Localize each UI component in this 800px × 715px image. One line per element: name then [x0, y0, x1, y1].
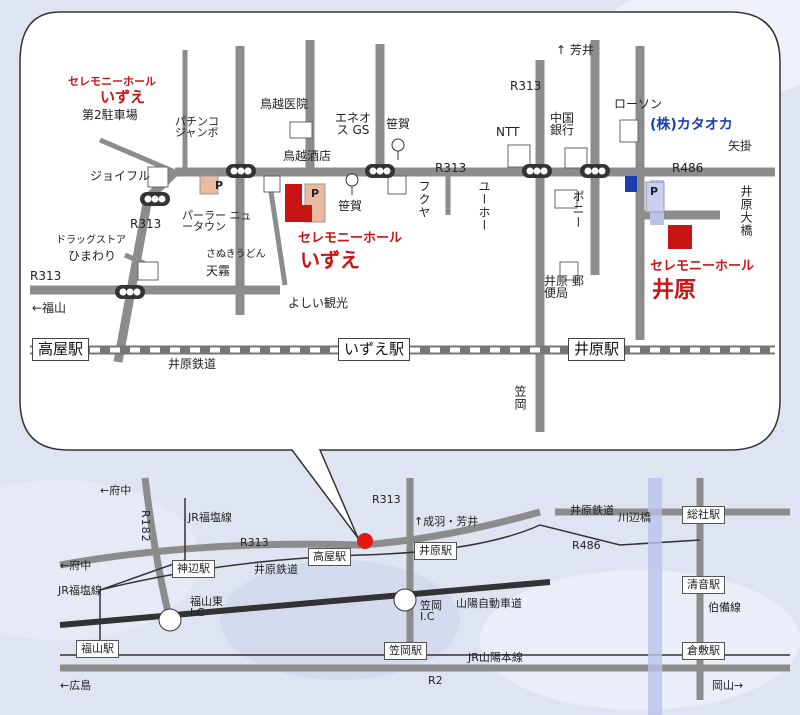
landmark-chugoku-bank: 中国 銀行 [549, 111, 574, 137]
hall-izue-brand: セレモニーホール [298, 231, 403, 246]
landmark-ibara-post: 井原 郵便局 [544, 274, 584, 300]
parking-mark-ibara: P [650, 185, 659, 198]
direction-fukuyama: ←福山 [32, 301, 67, 315]
ov-ic-fukuyama-label: 福山東 I.C [190, 595, 223, 619]
landmark-udon: 天霧 [206, 264, 231, 278]
landmark-ibara-bridge: 井原大橋 [739, 185, 753, 237]
ov-jr-sanyo: JR山陽本線 [468, 651, 523, 664]
ov-hiroshima: ←広島 [60, 679, 92, 692]
second-lot-label: 第2駐車場 [82, 108, 138, 122]
ov-road-r182 [141, 477, 174, 621]
ov-river [648, 478, 662, 715]
ov-station-ibara: 井原駅 [414, 542, 457, 561]
landmark-yuho: ユーホー [477, 180, 491, 232]
hall-izue-name: いずえ [300, 248, 360, 272]
ov-fuchu-top: ←府中 [100, 484, 132, 497]
traffic-lights [115, 164, 610, 299]
hall-izue-lot-name: いずえ [100, 88, 146, 106]
hall-ibara-building [668, 225, 692, 249]
landmark-drugstore: ドラッグストア [56, 235, 126, 246]
ov-station-takaya: 高屋駅 [308, 548, 351, 567]
road-label-r313-top: R313 [510, 79, 542, 93]
ov-jr-fukuen [99, 498, 186, 640]
landmark-eneos: エネオス GS [334, 111, 371, 137]
ov-sanyo-expressway [59, 579, 551, 628]
landmark-torigoe-sake: 鳥越酒店 [283, 149, 332, 163]
ov-ibara-rail [99, 524, 701, 591]
ov-ibara-rail: 井原鉄道 [254, 563, 298, 576]
railway-label-detail: 井原鉄道 [168, 357, 217, 371]
ov-jr-fukuen-left: JR福塩線 [58, 584, 102, 597]
parking-mark-2: P [215, 179, 224, 192]
ov-station-kurashiki: 倉敷駅 [682, 642, 725, 661]
hall-izue-building [285, 184, 312, 222]
ov-road-r313b: R313 [240, 536, 269, 549]
landmark-kasaga-1: 笹賀 [386, 117, 411, 131]
ov-ic-kasaoka [393, 588, 417, 612]
ov-sanyo-exp: 山陽自動車道 [456, 597, 522, 610]
kataoka-building [625, 176, 637, 192]
direction-kasaoka: 笠岡 [513, 385, 527, 411]
ov-ibara-rail2: 井原鉄道 [570, 504, 614, 517]
kataoka-label: (株)カタオカ [650, 117, 733, 133]
ov-jr-fukuen-top: JR福塩線 [188, 511, 232, 524]
ov-road-r313: R313 [372, 493, 401, 506]
road-label-r486: R486 [672, 161, 704, 175]
ov-ic-kasaoka-label: 笠岡 I.C [420, 599, 442, 623]
ov-road-r2: R2 [428, 674, 443, 687]
landmark-ntt: NTT [496, 125, 520, 139]
ov-target-marker [357, 533, 373, 549]
callout-panel [19, 11, 781, 539]
direction-yoshii: ↑ 芳井 [556, 43, 594, 57]
road-label-r313-center: R313 [435, 161, 467, 175]
ov-hakubi: 伯備線 [708, 601, 741, 614]
ov-ic-fukuyama-higashi [158, 608, 182, 632]
ov-station-soja: 総社駅 [682, 506, 725, 525]
station-izue-detail: いずえ駅 [338, 338, 411, 361]
ov-station-kasaoka: 笠岡駅 [384, 642, 427, 661]
direction-yakake: 矢掛 [728, 139, 753, 153]
ov-fuchu-mid: ←府中 [60, 559, 92, 572]
road-label-r313-lower: R313 [30, 269, 62, 283]
landmark-pony: ポニー [571, 190, 585, 229]
landmark-lawson: ローソン [614, 97, 663, 111]
parking-lot-ibara [645, 181, 665, 213]
road-label-r313-left: R313 [130, 217, 162, 231]
hall-ibara-brand: セレモニーホール [650, 259, 755, 274]
landmark-fukuya: フクヤ [417, 180, 431, 219]
landmark-joyful: ジョイフル [90, 169, 151, 183]
parking-lot-2 [199, 175, 219, 195]
hall-ibara-name: 井原 [652, 278, 697, 303]
ov-road-r313 [59, 508, 541, 569]
ov-nariwa: ↑成羽・芳井 [414, 515, 479, 528]
station-ibara-detail: 井原駅 [568, 338, 626, 361]
ov-kawabe: 川辺橋 [618, 511, 651, 524]
landmark-torigoe-clinic: 鳥越医院 [260, 97, 309, 111]
road-r313-diagonal [113, 197, 153, 363]
station-takaya-detail: 高屋駅 [32, 338, 90, 361]
parking-mark-izue: P [311, 187, 320, 200]
hall-izue-lot-brand: セレモニーホール [68, 75, 156, 88]
ov-road-r486: R486 [572, 539, 601, 552]
landmark-himawari: ひまわり [68, 249, 117, 263]
landmark-kasaga-2: 笹賀 [338, 199, 363, 213]
ov-station-kiyone: 清音駅 [682, 576, 725, 595]
landmark-pachinko: パチンコ ジャンボ [175, 115, 219, 139]
ov-station-kannabe: 神辺駅 [172, 560, 215, 579]
landmark-parlor: パーラー ニュータウン [182, 209, 252, 233]
ov-okayama: 岡山→ [712, 679, 744, 692]
landmark-yoshii-kanko: よしい観光 [288, 296, 349, 310]
landmark-udon-small: さぬきうどん [206, 249, 266, 260]
ov-road-r182-label: R182 [139, 510, 152, 543]
ov-station-fukuyama: 福山駅 [76, 640, 119, 659]
